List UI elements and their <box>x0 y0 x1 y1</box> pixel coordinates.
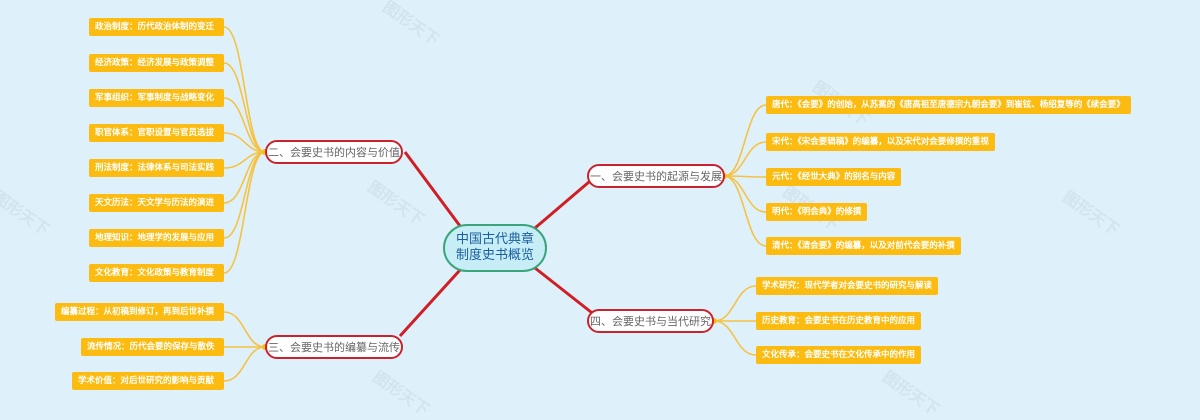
leaf-label: 学术研究：现代学者对会要史书的研究与解读 <box>762 281 933 291</box>
leaf-node[interactable]: 文化传承：会要史书在文化传承中的作用 <box>756 346 922 364</box>
leaf-node[interactable]: 政治制度：历代政治体制的变迁 <box>89 18 224 36</box>
root-title-line1: 中国古代典章 <box>455 232 534 247</box>
leaf-node[interactable]: 明代：《明会典》的修撰 <box>766 203 868 221</box>
leaf-node[interactable]: 宋代：《宋会要辑稿》的编纂，以及宋代对会要修撰的重视 <box>766 133 995 151</box>
leaf-label: 政治制度：历代政治体制的变迁 <box>95 22 215 32</box>
leaf-label: 职官体系：官职设置与官员选拔 <box>95 128 215 138</box>
leaf-label: 元代：《经世大典》的别名与内容 <box>772 172 896 182</box>
leaf-node[interactable]: 学术价值：对后世研究的影响与贡献 <box>72 372 224 390</box>
branch-label: 二、会要史书的内容与价值 <box>268 146 400 159</box>
branch-node-origin[interactable]: 一、会要史书的起源与发展 <box>587 164 725 188</box>
leaf-label: 经济政策：经济发展与政策调整 <box>95 58 215 68</box>
branch-node-compilation[interactable]: 三、会要史书的编纂与流传 <box>265 335 403 359</box>
leaf-node[interactable]: 学术研究：现代学者对会要史书的研究与解读 <box>756 277 939 295</box>
leaf-label: 清代：《清会要》的编纂，以及对前代会要的补撰 <box>772 241 955 251</box>
leaf-label: 学术价值：对后世研究的影响与贡献 <box>78 376 215 386</box>
leaf-label: 明代：《明会典》的修撰 <box>772 207 862 217</box>
leaf-label: 流传情况：历代会要的保存与散佚 <box>87 342 215 352</box>
leaf-label: 刑法制度：法律体系与司法实践 <box>95 163 215 173</box>
root-title-line2: 制度史书概览 <box>455 248 534 263</box>
branch-label: 四、会要史书与当代研究 <box>590 315 711 328</box>
leaf-node[interactable]: 经济政策：经济发展与政策调整 <box>89 54 224 72</box>
leaf-node[interactable]: 清代：《清会要》的编纂，以及对前代会要的补撰 <box>766 237 961 255</box>
leaf-label: 天文历法：天文学与历法的演进 <box>95 198 215 208</box>
leaf-node[interactable]: 元代：《经世大典》的别名与内容 <box>766 168 902 186</box>
leaf-node[interactable]: 地理知识：地理学的发展与应用 <box>89 229 224 247</box>
branch-label: 一、会要史书的起源与发展 <box>590 170 722 183</box>
leaf-label: 地理知识：地理学的发展与应用 <box>95 233 215 243</box>
branch-node-content[interactable]: 二、会要史书的内容与价值 <box>265 140 403 164</box>
leaf-node[interactable]: 职官体系：官职设置与官员选拔 <box>89 124 224 142</box>
leaf-node[interactable]: 文化教育：文化政策与教育制度 <box>89 264 224 282</box>
leaf-node[interactable]: 编纂过程：从初稿到修订，再到后世补撰 <box>55 303 224 321</box>
leaf-label: 军事组织：军事制度与战略变化 <box>95 93 215 103</box>
branch-label: 三、会要史书的编纂与流传 <box>268 341 400 354</box>
leaf-node[interactable]: 唐代：《会要》的创始，从苏冕的《唐高祖至唐德宗九朝会要》到崔铉、杨绍复等的《续会… <box>766 96 1131 114</box>
leaf-node[interactable]: 刑法制度：法律体系与司法实践 <box>89 159 224 177</box>
leaf-node[interactable]: 历史教育：会要史书在历史教育中的应用 <box>756 312 922 330</box>
leaf-label: 唐代：《会要》的创始，从苏冕的《唐高祖至唐德宗九朝会要》到崔铉、杨绍复等的《续会… <box>772 100 1125 110</box>
leaf-label: 宋代：《宋会要辑稿》的编纂，以及宋代对会要修撰的重视 <box>772 137 989 147</box>
leaf-node[interactable]: 军事组织：军事制度与战略变化 <box>89 89 224 107</box>
leaf-node[interactable]: 流传情况：历代会要的保存与散佚 <box>81 338 224 356</box>
leaf-label: 文化传承：会要史书在文化传承中的作用 <box>762 350 916 360</box>
connector-lines <box>223 26 767 382</box>
leaf-label: 文化教育：文化政策与教育制度 <box>95 268 215 278</box>
leaf-label: 历史教育：会要史书在历史教育中的应用 <box>762 316 916 326</box>
leaf-label: 编纂过程：从初稿到修订，再到后世补撰 <box>61 307 215 317</box>
branch-node-modern-research[interactable]: 四、会要史书与当代研究 <box>587 309 714 333</box>
leaf-node[interactable]: 天文历法：天文学与历法的演进 <box>89 194 224 212</box>
root-node[interactable]: 中国古代典章 制度史书概览 <box>443 224 547 272</box>
